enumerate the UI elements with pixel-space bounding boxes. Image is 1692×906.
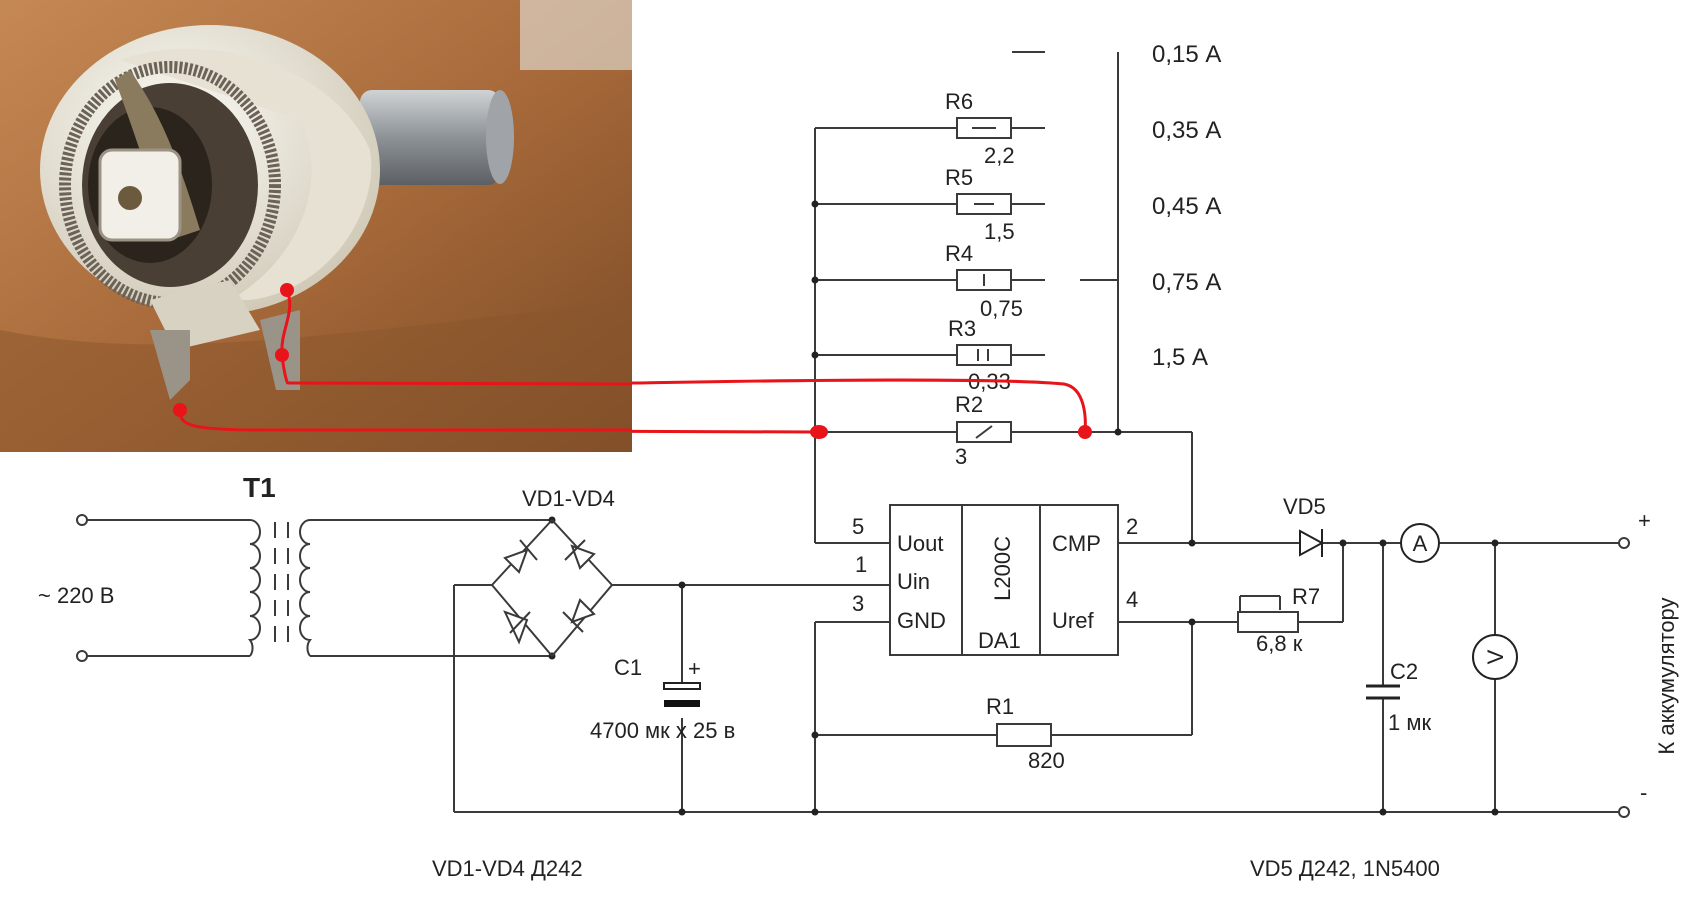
ammeter-symbol: A [1413, 531, 1428, 556]
voltmeter: V [1472, 634, 1518, 680]
r7-name: R7 [1292, 584, 1320, 609]
r5-value: 1,5 [984, 219, 1015, 244]
pin-number-gnd: 3 [852, 591, 864, 616]
capacitor-c2 [1366, 684, 1400, 700]
ic-pin-uref: Uref [1052, 608, 1094, 633]
current-label-0-35: 0,35 А [1152, 117, 1221, 144]
resistor-r1 [996, 723, 1052, 747]
r6-name: R6 [945, 89, 973, 114]
r3-name: R3 [948, 316, 976, 341]
ammeter: A [1400, 523, 1440, 563]
r6-value: 2,2 [984, 143, 1015, 168]
capacitor-c1 [663, 682, 701, 707]
output-plus-label: + [1638, 508, 1651, 533]
bridge-name: VD1-VD4 [522, 486, 615, 511]
current-label-0-75: 0,75 А [1152, 269, 1221, 296]
rheostat-photo [0, 0, 632, 452]
diode-bridge [454, 519, 613, 657]
r4-name: R4 [945, 241, 973, 266]
ic-designator: DA1 [978, 628, 1021, 653]
r5-name: R5 [945, 165, 973, 190]
ic-pin-cmp: CMP [1052, 531, 1101, 556]
pin-number-uout: 5 [852, 514, 864, 539]
shaft [360, 90, 500, 185]
pin-number-uin: 1 [855, 552, 867, 577]
c2-value: 1 мк [1388, 710, 1431, 735]
c1-name: C1 [614, 655, 642, 680]
diode-vd5 [1299, 529, 1325, 557]
ic-pin-gnd: GND [897, 608, 946, 633]
input-terminal-1 [76, 514, 88, 526]
current-label-1-5: 1,5 А [1152, 344, 1208, 371]
r2-name: R2 [955, 392, 983, 417]
r1-value: 820 [1028, 748, 1065, 773]
vd5-note: VD5 Д242, 1N5400 [1250, 856, 1440, 881]
output-minus-label: - [1640, 780, 1647, 805]
c1-value: 4700 мк х 25 в [590, 718, 735, 743]
ic-pin-uout: Uout [897, 531, 943, 556]
c1-plus-sign: + [688, 656, 701, 681]
output-destination-label: К аккумулятору [1654, 597, 1679, 754]
c2-name: C2 [1390, 659, 1418, 684]
output-terminal-minus [1618, 806, 1630, 818]
input-terminal-2 [76, 650, 88, 662]
trimmer-r7 [1237, 611, 1299, 633]
vd5-name: VD5 [1283, 494, 1326, 519]
current-label-0-15: 0,15 А [1152, 41, 1221, 68]
ic-l200c [889, 504, 1119, 656]
r1-name: R1 [986, 694, 1014, 719]
transformer-name: T1 [243, 472, 276, 503]
r7-value: 6,8 к [1256, 631, 1303, 656]
bridge-diode-note: VD1-VD4 Д242 [432, 856, 583, 881]
resistor-r3 [956, 344, 1012, 366]
ic-pin-uin: Uin [897, 569, 930, 594]
voltmeter-symbol: V [1483, 649, 1508, 664]
current-label-0-45: 0,45 А [1152, 193, 1221, 220]
transformer-t1 [248, 519, 312, 657]
ic-part-number: L200C [990, 536, 1015, 601]
pin-number-uref: 4 [1126, 587, 1138, 612]
r2-value: 3 [955, 444, 967, 469]
mains-voltage-label: ~ 220 В [38, 583, 114, 608]
r4-value: 0,75 [980, 296, 1023, 321]
output-terminal-plus [1618, 537, 1630, 549]
pin-number-cmp: 2 [1126, 514, 1138, 539]
